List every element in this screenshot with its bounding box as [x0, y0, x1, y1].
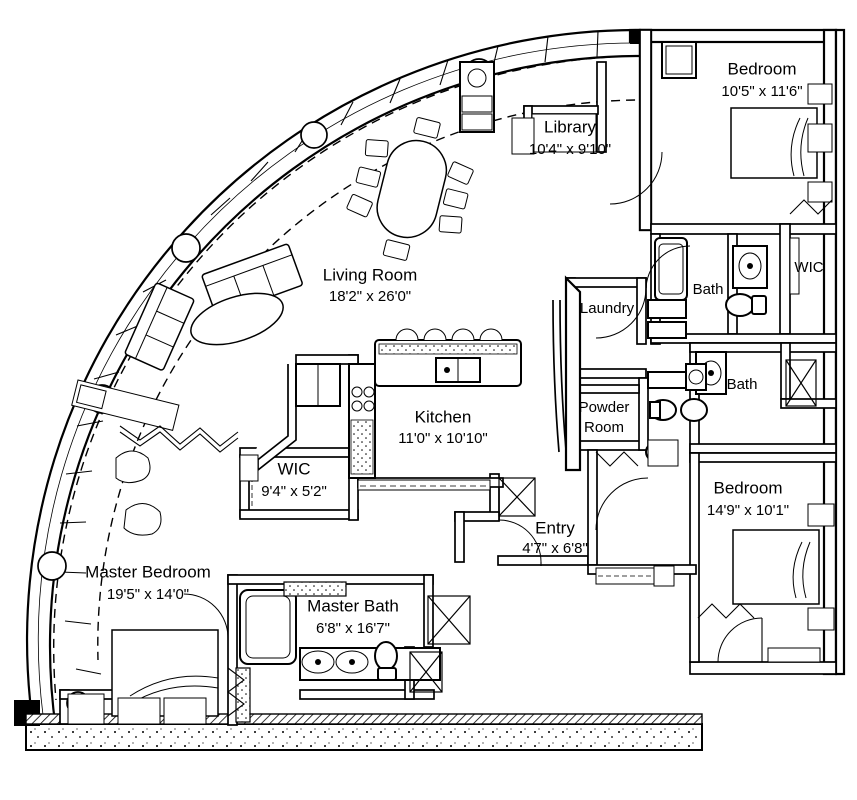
bar-stool [479, 328, 503, 341]
shower [427, 595, 471, 645]
sofa-secondary [124, 282, 195, 371]
door-swing [609, 151, 663, 205]
dining-set [346, 117, 474, 261]
curtain-wall-inner-line [53, 55, 641, 701]
door-swing [717, 617, 763, 663]
room-dimensions-living-room: 18'2" x 26'0" [329, 288, 411, 305]
nightstand [807, 607, 835, 631]
entry-area [498, 151, 675, 587]
dresser [67, 693, 105, 725]
dining-chairs [346, 117, 474, 261]
room-name-library: Library [544, 117, 596, 136]
terrace-detail [595, 199, 833, 619]
toilet [725, 293, 755, 317]
dining-table [376, 139, 448, 239]
room-name-bath-2: Bath [727, 376, 758, 393]
door-swing [183, 593, 229, 639]
room-name-wic-kitchen: WIC [277, 459, 310, 478]
bar-stool [395, 328, 419, 341]
room-name-laundry: Laundry [580, 300, 635, 317]
south-slab [25, 723, 703, 751]
room-dimensions-bedroom-2: 10'5" x 11'6" [721, 83, 802, 100]
room-name-entry: Entry [535, 518, 575, 537]
room-name-living-room: Living Room [323, 265, 418, 284]
room-name-bedroom-2: Bedroom [728, 59, 797, 78]
master-toilet [374, 641, 398, 671]
library-furniture [459, 61, 597, 155]
wic-kitchen-shelves [239, 454, 259, 508]
bar-stool [451, 328, 475, 341]
nightstand [163, 697, 207, 725]
room-dimensions-bedroom-3: 14'9" x 10'1" [707, 502, 789, 519]
armchair [115, 450, 151, 484]
room-dimensions-entry: 4'7" x 6'8" [522, 540, 588, 557]
column [171, 233, 201, 263]
toilet [680, 398, 708, 422]
room-name-master-bath: Master Bath [307, 596, 399, 615]
master-bath-fixtures [235, 581, 471, 723]
room-name-kitchen: Kitchen [415, 407, 472, 426]
room-labels: Living Room 18'2" x 26'0" Library 10'4" x 9… [85, 59, 824, 636]
room-dimensions-library: 10'4" x 9'10" [529, 141, 611, 158]
nightstand [807, 83, 833, 105]
entry-tile [498, 477, 536, 517]
washer-dryer [647, 371, 687, 389]
room-dimensions-master-bedroom: 19'5" x 14'0" [107, 586, 189, 603]
room-name-bath-1: Bath [693, 281, 724, 298]
coffee-table [190, 292, 284, 346]
laundry-powder-fixtures [647, 299, 707, 421]
room-name-powder-room-line1: Powder [579, 399, 630, 416]
armchair [123, 503, 162, 536]
screen-partition [119, 425, 239, 447]
kitchen-fixtures [295, 328, 522, 491]
room-name-master-bedroom: Master Bedroom [85, 562, 211, 581]
closet-bifold-doors [227, 667, 245, 717]
east-wing-walls [638, 28, 837, 663]
nightstand [807, 503, 835, 527]
bath-fixtures-east [645, 237, 817, 467]
entry-door-swing [498, 519, 542, 563]
master-bedroom-furniture [67, 593, 245, 725]
bedroom-3-furniture [717, 503, 835, 663]
column [37, 551, 67, 581]
bar-stool [423, 328, 447, 341]
console-table [71, 379, 180, 431]
room-dimensions-kitchen: 11'0" x 10'10" [398, 430, 488, 447]
washer-dryer [647, 321, 687, 339]
room-name-powder-room-line2: Room [584, 419, 624, 436]
nightstand [807, 123, 833, 153]
bedroom-2-furniture [661, 41, 833, 203]
column [300, 121, 328, 149]
room-name-wic-right: WIC [794, 259, 823, 276]
nightstand [807, 181, 833, 203]
room-dimensions-master-bath: 6'8" x 16'7" [316, 620, 390, 637]
living-room-furniture [71, 243, 303, 536]
door-swing [595, 477, 649, 531]
door-swing [595, 287, 647, 339]
nightstand [117, 697, 161, 725]
room-dimensions-wic-kitchen: 9'4" x 5'2" [261, 483, 327, 500]
room-name-bedroom-3: Bedroom [714, 478, 783, 497]
